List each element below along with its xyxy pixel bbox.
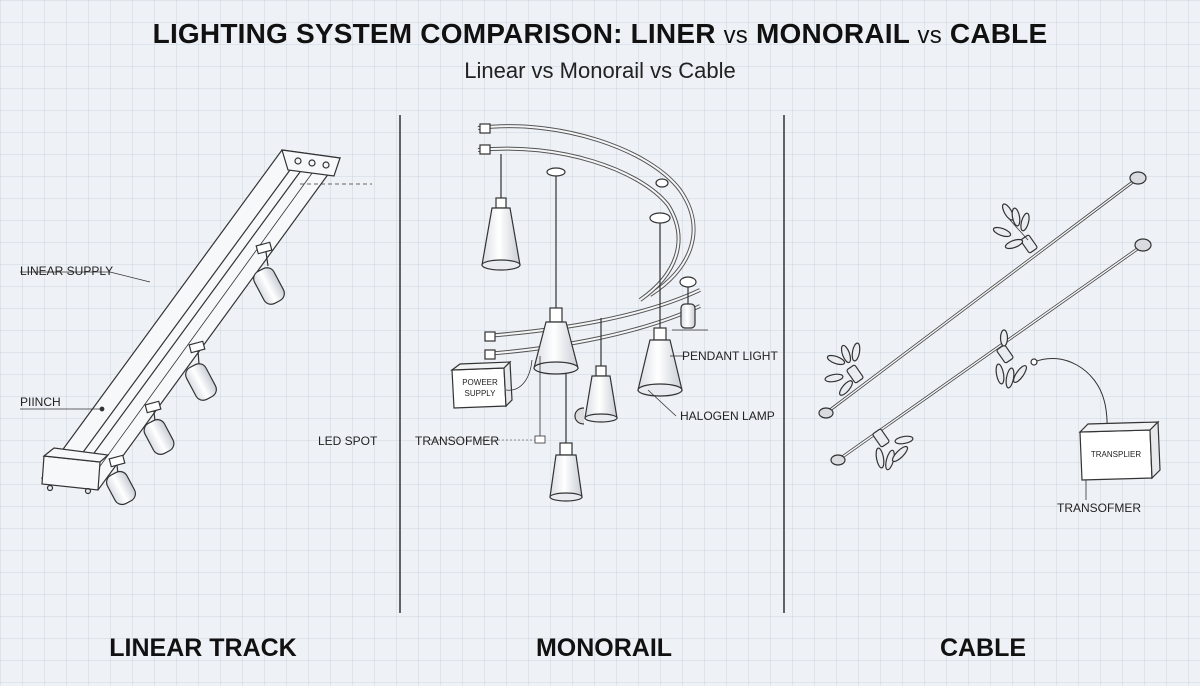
cable-illustration — [818, 171, 1161, 500]
power-supply-box — [450, 359, 533, 409]
linear-track-illustration — [20, 149, 372, 506]
monorail-pendant-2 — [533, 167, 579, 375]
title-part-1: LIGHTING SYSTEM COMPARISON: LINER — [152, 18, 716, 49]
led-spot-1 — [253, 241, 285, 305]
panel-title-monorail: MONORAIL — [535, 634, 673, 662]
title-part-3: CABLE — [949, 18, 1048, 49]
led-spot-2 — [185, 340, 217, 401]
page-title: LIGHTING SYSTEM COMPARISON: LINER vs MON… — [0, 18, 1200, 50]
label-punch: PIINCH — [20, 395, 61, 409]
title-part-2: MONORAIL — [756, 18, 910, 49]
title-vs-1: vs — [723, 22, 749, 49]
cable-box-text: TRANSPLIER — [1090, 450, 1142, 459]
monorail-pendant-6 — [549, 374, 583, 502]
label-linear-supply: LINEAR SUPPLY — [20, 264, 114, 278]
led-spot-3 — [143, 400, 175, 455]
monorail-pendant-5 — [584, 318, 618, 423]
cable-lamp-cluster-4 — [872, 428, 914, 471]
cable-lamp-cluster-2 — [824, 342, 864, 396]
title-vs-2: vs — [917, 22, 942, 49]
monorail-pendant-3 — [637, 223, 683, 397]
led-spot-4 — [105, 454, 137, 506]
cable-lamp-cluster-1 — [992, 203, 1038, 254]
label-transformer-cable: TRANSOFMER — [1057, 501, 1141, 515]
power-supply-text-2: SUPPLY — [464, 389, 496, 398]
panel-title-cable: CABLE — [939, 634, 1027, 662]
monorail-illustration — [430, 123, 708, 502]
label-transformer-monorail: TRANSOFMER — [415, 434, 499, 448]
label-halogen-lamp: HALOGEN LAMP — [680, 409, 775, 423]
linear-top-endcap — [281, 149, 341, 177]
monorail-pendant-4 — [672, 287, 708, 331]
panel-title-linear: LINEAR TRACK — [109, 634, 297, 662]
power-supply-text-1: POWEER — [462, 378, 498, 387]
cable-transformer-box — [1078, 420, 1161, 481]
page-subtitle: Linear vs Monorail vs Cable — [464, 58, 736, 83]
monorail-pendant-1 — [481, 154, 521, 271]
label-pendant-light: PENDANT LIGHT — [682, 349, 778, 363]
monorail-rail-lower-1 — [485, 288, 701, 338]
label-led-spot: LED SPOT — [318, 434, 378, 448]
cable-lamp-cluster-3 — [995, 329, 1028, 389]
